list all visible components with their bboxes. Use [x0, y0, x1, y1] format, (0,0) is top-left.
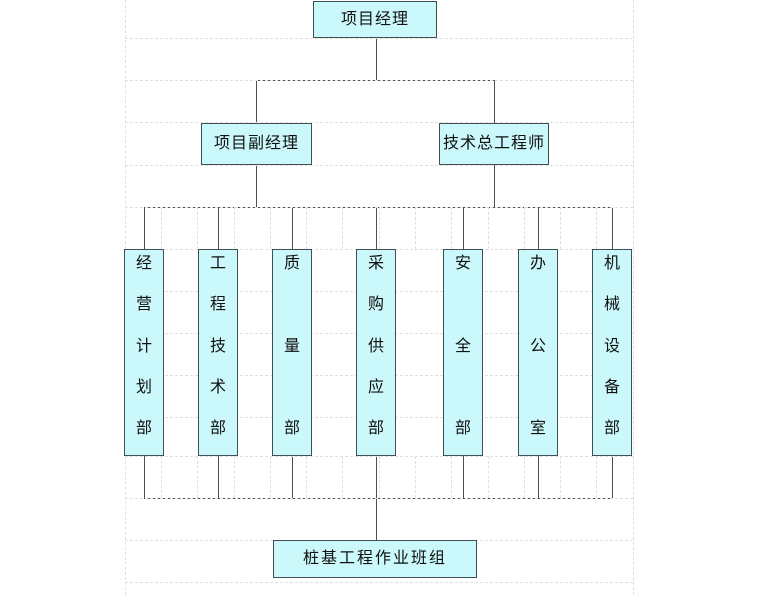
node-dept-procurement-supply: 采购供应部 — [356, 249, 396, 456]
gridline-vertical — [197, 207, 198, 249]
dept-label-char: 质 — [283, 255, 300, 272]
node-project-manager: 项目经理 — [313, 1, 437, 38]
dept-label-char: 部 — [209, 420, 226, 437]
connector-line — [144, 207, 613, 208]
connector-line — [292, 207, 293, 249]
node-deputy-project-manager: 项目副经理 — [201, 123, 312, 165]
gridline-vertical — [415, 207, 416, 249]
connector-line — [463, 456, 464, 498]
dept-label-char: 部 — [454, 420, 471, 437]
node-dept-machinery-equipment: 机械设备部 — [592, 249, 632, 456]
gridline-vertical — [415, 456, 416, 498]
connector-line — [376, 498, 377, 540]
gridline-vertical — [161, 456, 162, 498]
gridline-horizontal — [125, 456, 633, 457]
gridline-vertical — [270, 456, 271, 498]
dept-label-char: 购 — [367, 296, 384, 314]
node-dept-office: 办公室 — [518, 249, 558, 456]
connector-line — [218, 207, 219, 249]
connector-line — [494, 165, 495, 207]
gridline-vertical — [560, 456, 561, 498]
gridline-vertical — [596, 207, 597, 249]
dept-label-char: 部 — [603, 420, 620, 437]
dept-label-char: 安 — [454, 255, 471, 272]
dept-label-char: 备 — [603, 378, 620, 396]
gridline-vertical — [270, 207, 271, 249]
dept-label-char: 部 — [135, 420, 152, 437]
gridline-horizontal — [125, 165, 633, 166]
gridline-vertical — [379, 456, 380, 498]
dept-label-char: 室 — [529, 420, 546, 437]
gridline-vertical — [524, 456, 525, 498]
gridline-vertical — [488, 207, 489, 249]
dept-label-char: 采 — [367, 255, 384, 272]
connector-line — [494, 80, 495, 123]
connector-line — [144, 207, 145, 249]
gridline-vertical — [451, 456, 452, 498]
connector-line — [218, 456, 219, 498]
gridline-vertical — [234, 207, 235, 249]
connector-line — [256, 80, 495, 81]
connector-line — [256, 165, 257, 207]
connector-line — [376, 456, 377, 498]
gridline-horizontal — [125, 582, 633, 583]
node-dept-quality: 质量部 — [272, 249, 312, 456]
node-chief-technical-engineer: 技术总工程师 — [439, 123, 549, 165]
gridline-vertical — [560, 207, 561, 249]
connector-line — [463, 207, 464, 249]
gridline-vertical — [306, 456, 307, 498]
dept-label-char: 部 — [367, 420, 384, 437]
dept-label-char: 工 — [209, 255, 226, 272]
gridline-vertical — [524, 207, 525, 249]
node-pile-work-team: 桩基工程作业班组 — [273, 540, 477, 578]
dept-label-char: 办 — [529, 255, 546, 272]
dept-label-char: 营 — [135, 296, 152, 314]
gridline-horizontal — [125, 38, 633, 39]
connector-line — [256, 80, 257, 123]
dept-label-char: 机 — [603, 255, 620, 272]
gridline-vertical — [234, 456, 235, 498]
gridline-vertical — [197, 456, 198, 498]
dept-label-char: 械 — [603, 296, 620, 314]
dept-label-char: 设 — [603, 337, 620, 355]
connector-line — [538, 456, 539, 498]
connector-line — [538, 207, 539, 249]
dept-label-char: 供 — [367, 337, 384, 355]
dept-label-char: 应 — [367, 378, 384, 396]
gridline-vertical — [342, 207, 343, 249]
dept-label-char: 划 — [135, 378, 152, 396]
dept-label-char: 全 — [454, 337, 471, 355]
gridline-vertical — [596, 456, 597, 498]
connector-line — [144, 456, 145, 498]
node-dept-engineering-technology: 工程技术部 — [198, 249, 238, 456]
dept-label-char: 量 — [283, 337, 300, 355]
gridline-vertical — [161, 207, 162, 249]
connector-line — [376, 207, 377, 249]
gridline-vertical — [488, 456, 489, 498]
connector-line — [612, 207, 613, 249]
connector-line — [144, 498, 613, 499]
dept-label-char: 部 — [283, 420, 300, 437]
connector-line — [292, 456, 293, 498]
dept-label-char: 计 — [135, 337, 152, 355]
node-dept-business-planning: 经营计划部 — [124, 249, 164, 456]
gridline-vertical — [306, 207, 307, 249]
dept-label-char: 程 — [209, 296, 226, 314]
gridline-vertical — [379, 207, 380, 249]
dept-label-char: 经 — [135, 255, 152, 272]
dept-label-char: 公 — [529, 337, 546, 355]
node-dept-safety: 安全部 — [443, 249, 483, 456]
gridline-vertical — [633, 0, 634, 595]
gridline-vertical — [451, 207, 452, 249]
dept-label-char: 技 — [209, 337, 226, 355]
connector-line — [612, 456, 613, 498]
connector-line — [376, 38, 377, 80]
gridline-vertical — [342, 456, 343, 498]
dept-label-char: 术 — [209, 378, 226, 396]
